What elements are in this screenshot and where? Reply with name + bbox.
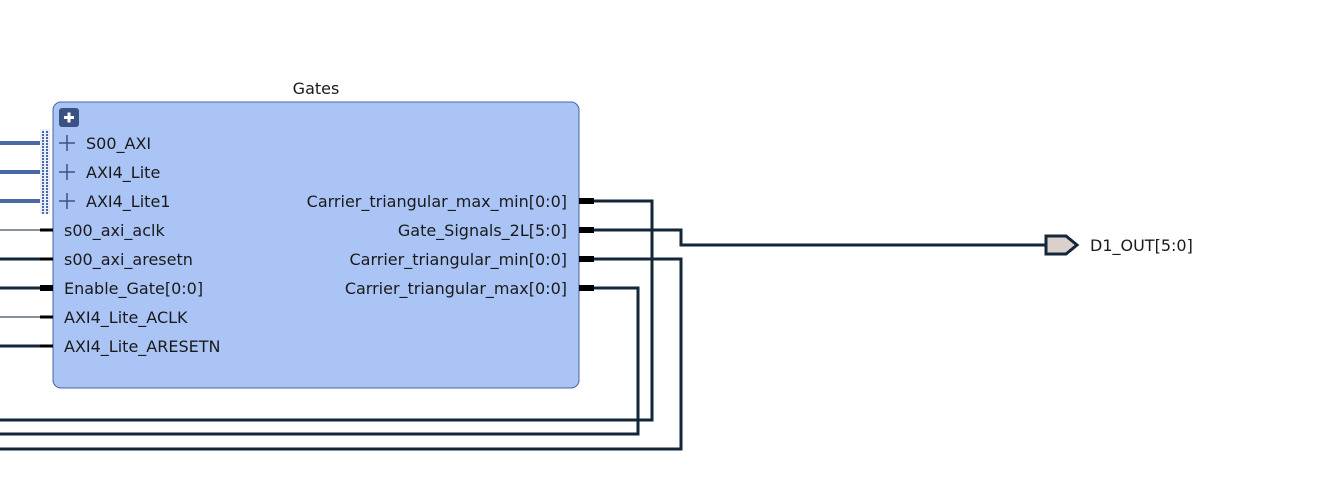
input-port-label: s00_axi_aresetn [64,250,193,270]
output-port[interactable]: Carrier_triangular_max[0:0] [345,279,594,299]
input-port[interactable]: AXI4_Lite_ARESETN [0,337,220,357]
external-port-d1-out[interactable]: D1_OUT[5:0] [1044,234,1193,256]
output-port[interactable]: Carrier_triangular_max_min[0:0] [307,192,594,212]
port-pin[interactable] [579,256,594,262]
bus-port[interactable]: AXI4_Lite1 [0,192,170,212]
block-title: Gates [293,79,340,98]
input-port-label: AXI4_Lite_ACLK [64,308,188,328]
input-port[interactable]: Enable_Gate[0:0] [0,279,203,299]
input-port[interactable]: s00_axi_aresetn [0,250,193,270]
output-port[interactable]: Carrier_triangular_min[0:0] [350,250,595,270]
input-port-label: AXI4_Lite_ARESETN [64,337,220,357]
plus-icon [64,112,74,123]
bus-expand-plus-icon[interactable] [59,193,75,209]
bus-expand-plus-icon[interactable] [59,135,75,151]
external-port-label: D1_OUT[5:0] [1090,236,1193,256]
bus-port-label: AXI4_Lite1 [86,192,170,212]
bus-port[interactable]: AXI4_Lite [0,163,160,183]
wire-gate-signals[interactable] [594,228,1046,247]
wire-carrier-max[interactable] [0,286,640,436]
input-port-label: s00_axi_aclk [64,221,165,241]
input-port[interactable]: s00_axi_aclk [0,221,165,241]
output-port-label: Carrier_triangular_min[0:0] [350,250,568,270]
bus-expand-plus-icon[interactable] [59,164,75,180]
bus-interface-strip [40,129,50,214]
bus-port-label: AXI4_Lite [86,163,160,183]
wire-carrier-min[interactable] [0,257,683,451]
expand-button[interactable] [59,108,79,127]
input-port[interactable]: AXI4_Lite_ACLK [0,308,188,328]
output-port-label: Gate_Signals_2L[5:0] [398,221,567,241]
output-port-label: Carrier_triangular_max_min[0:0] [307,192,567,212]
port-pin[interactable] [579,285,594,291]
port-pin[interactable] [40,228,53,232]
port-pin[interactable] [40,285,53,291]
gates-block[interactable] [52,101,580,389]
wire-carrier-max-min[interactable] [0,199,654,422]
output-port[interactable]: Gate_Signals_2L[5:0] [398,221,594,241]
input-port-label: Enable_Gate[0:0] [64,279,203,299]
port-pin[interactable] [579,198,594,204]
output-port-label: Carrier_triangular_max[0:0] [345,279,567,299]
port-pin[interactable] [40,257,53,261]
output-port-arrow-icon [1044,234,1080,256]
bus-port[interactable]: S00_AXI [0,134,151,154]
bus-port-label: S00_AXI [86,134,151,154]
port-pin[interactable] [40,315,53,319]
port-pin[interactable] [40,344,53,348]
port-pin[interactable] [579,227,594,233]
